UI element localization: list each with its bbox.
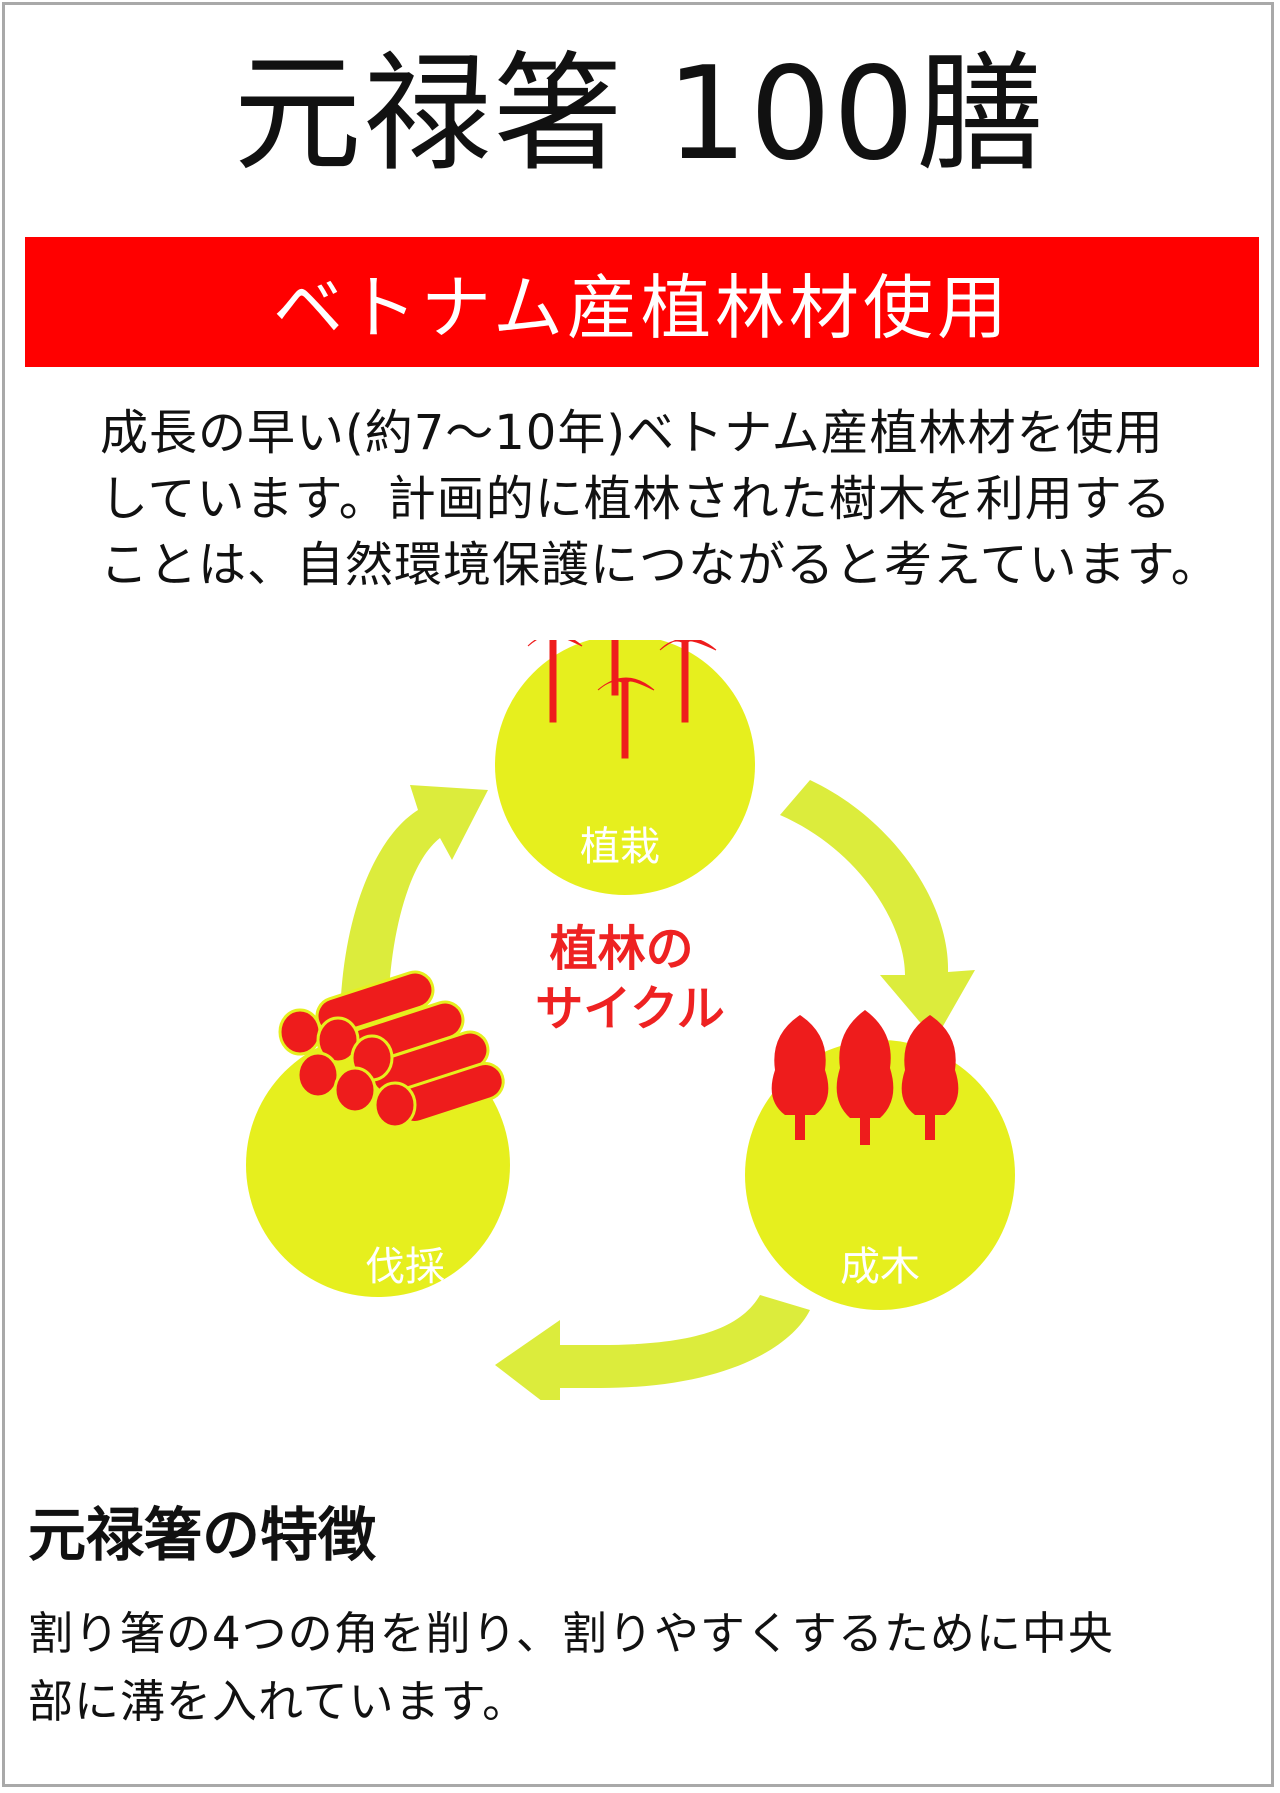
- sprout-icon: [527, 640, 717, 759]
- arrow-mature-to-harvest: [495, 1295, 810, 1400]
- cycle-center-text: 植林の サイクル: [535, 921, 725, 1037]
- stage-mature: 成木: [745, 1010, 1015, 1310]
- log-pile-icon: [278, 970, 505, 1129]
- stage-circle: [495, 640, 755, 895]
- features-line: 部に溝を入れています。: [28, 1675, 529, 1728]
- features-heading: 元禄箸の特徴: [28, 1501, 377, 1569]
- arrow-planting-to-mature: [780, 780, 975, 1040]
- features-line: 割り箸の4つの角を削り、割りやすくするために中央: [28, 1607, 1114, 1660]
- intro-paragraph: 成長の早い(約7〜10年)ベトナム産植林材を使用 しています。計画的に植林された…: [100, 400, 1220, 598]
- planting-cycle-diagram: 植栽 成木 伐採 植林の サイクル: [246, 640, 1015, 1400]
- cycle-center-line: サイクル: [535, 981, 725, 1037]
- banner: ベトナム産植林材使用: [25, 237, 1259, 367]
- page-title: 元禄箸 100膳: [233, 40, 1047, 189]
- intro-line: しています。計画的に植林された樹木を利用する: [100, 471, 1172, 527]
- tree-icon: [771, 1010, 959, 1145]
- intro-line: ことは、自然環境保護につながると考えています。: [100, 537, 1220, 593]
- banner-text: ベトナム産植林材使用: [273, 266, 1011, 349]
- stage-label: 成木: [840, 1244, 920, 1290]
- stage-label: 植栽: [580, 824, 660, 870]
- features-paragraph: 割り箸の4つの角を削り、割りやすくするために中央 部に溝を入れています。: [28, 1600, 1238, 1736]
- intro-line: 成長の早い(約7〜10年)ベトナム産植林材を使用: [100, 405, 1164, 461]
- stage-label: 伐採: [365, 1244, 445, 1290]
- stage-planting: 植栽: [495, 640, 755, 895]
- cycle-center-line: 植林の: [550, 921, 694, 977]
- stage-harvest: 伐採: [246, 970, 510, 1297]
